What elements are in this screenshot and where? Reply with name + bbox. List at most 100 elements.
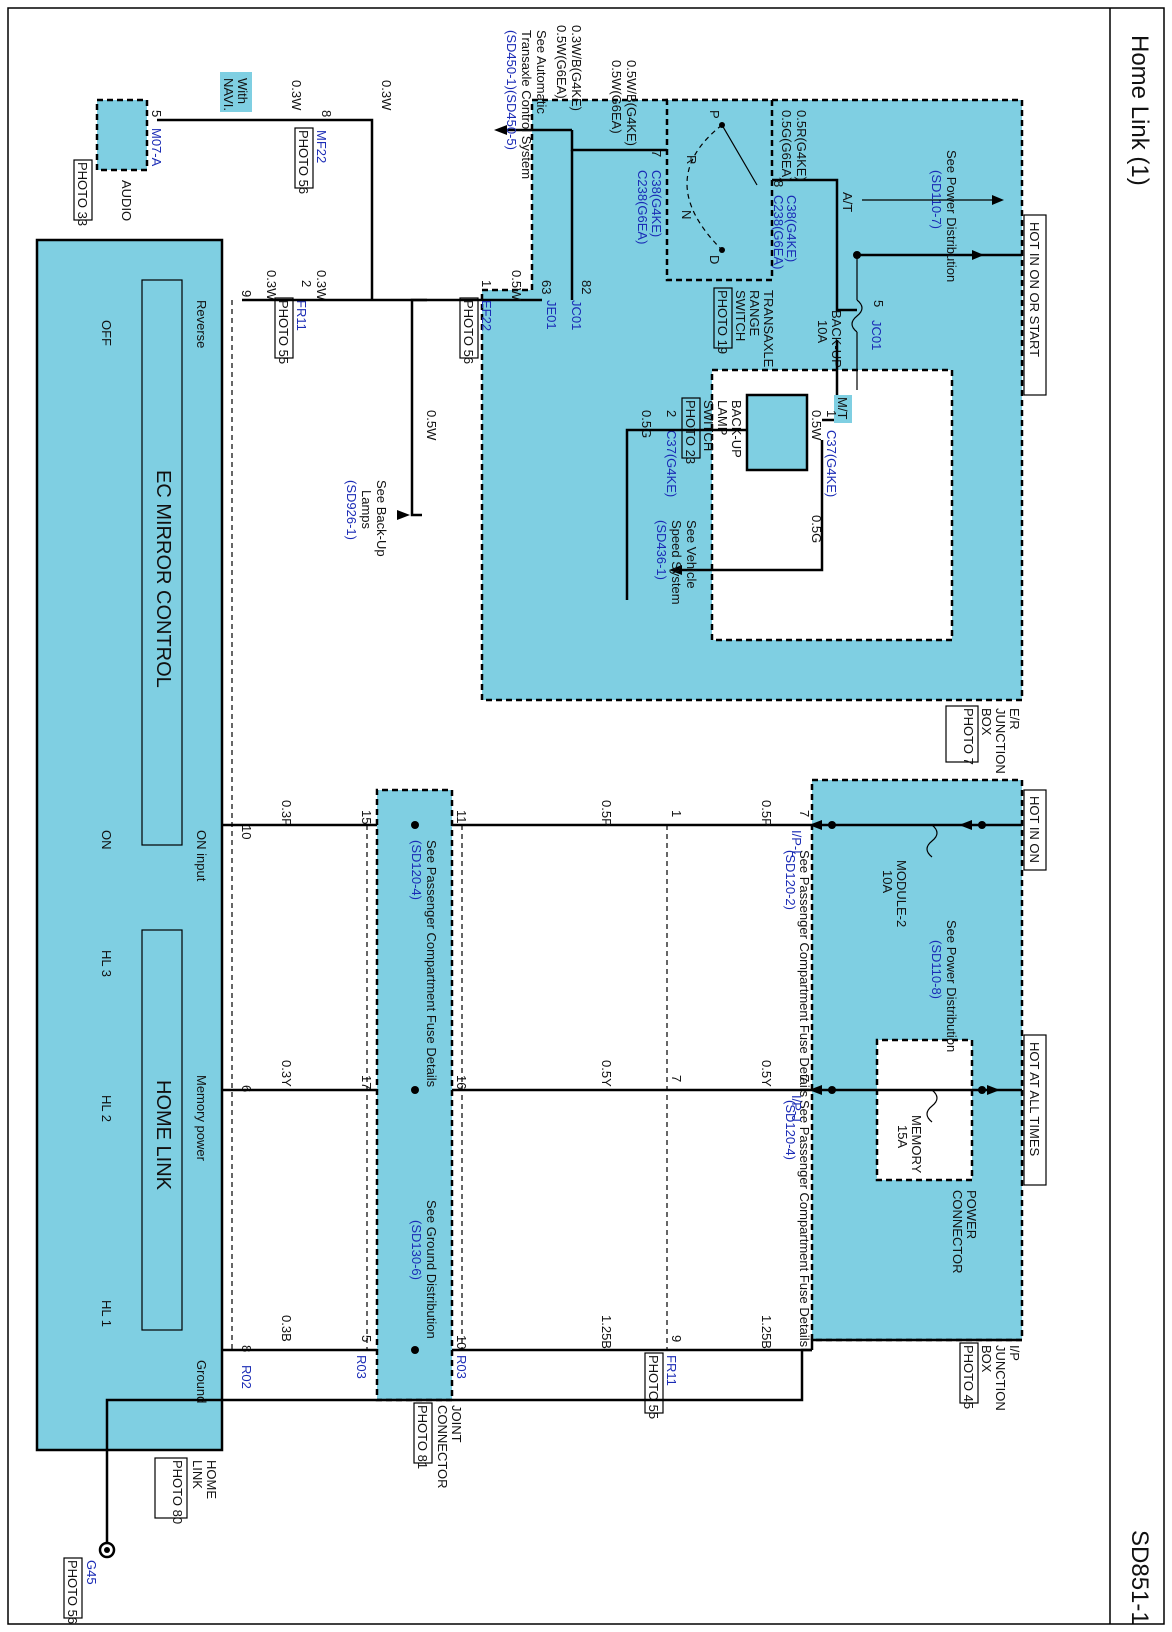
backup-fuse-name: BACK-UP (829, 310, 844, 368)
g45: G45 (84, 1560, 99, 1585)
p11: 11 (454, 810, 469, 824)
h-pin10: 10 (239, 825, 254, 839)
w-05w: 0.5W (809, 410, 824, 441)
hot-in-on-or-start: HOT IN ON OR START (1027, 222, 1042, 357)
auto-trans-arrow (494, 125, 507, 135)
p15: 15 (359, 810, 374, 824)
ground-dist-ref-text: See Ground Distribution (424, 1200, 439, 1339)
pass-fuse-ref-3-code: (SD120-4) (409, 840, 424, 900)
home-link-inner (141, 929, 183, 1331)
vehicle-speed-arrow (669, 565, 682, 575)
ef22-pin: 1 (479, 280, 494, 287)
ec-mirror-block (141, 279, 183, 846)
module2-fuse (926, 824, 938, 858)
audio-box (95, 98, 149, 172)
home-link-photo: PHOTO 80 (170, 1460, 185, 1524)
g45-photo: PHOTO 56 (65, 1560, 80, 1624)
page-code: SD851-1 (1126, 1530, 1153, 1625)
joint-connector-box (375, 788, 454, 1402)
jc01-82: 82 (579, 280, 594, 294)
c38-pin8: 8 (771, 180, 786, 187)
ip-junction-label-2: JUNCTION (993, 1345, 1008, 1411)
w-05w-b: 0.5W (509, 270, 524, 301)
vs-ref-1: See Vehicle (684, 520, 699, 589)
fr11-photo-box (274, 297, 294, 359)
fr11-b: FR11 (664, 1355, 679, 1386)
module2-name: MODULE-2 (894, 860, 909, 927)
trs-label-2: RANGE (747, 290, 762, 337)
pc-label-2: CONNECTOR (950, 1190, 965, 1274)
memory-name: MEMORY (909, 1115, 924, 1174)
at-badge (839, 190, 857, 218)
pc-label-1: POWER (964, 1190, 979, 1239)
trs-label-1: TRANSAXLE (761, 290, 776, 368)
w-03w-d: 0.3W (289, 80, 304, 111)
bl-ref-1: See Back-Up (374, 480, 389, 557)
jc01-a: JC01 (869, 320, 884, 350)
backup-fuse (851, 255, 863, 390)
hot-at-all-times-box (1023, 1034, 1047, 1186)
power-dist-arrow-1 (972, 250, 984, 260)
r03-a: R03 (454, 1355, 469, 1379)
memory-fuse (926, 1089, 938, 1123)
range-arc (686, 124, 723, 251)
jc-label-2: CONNECTOR (435, 1405, 450, 1489)
pass-fuse-arrow-2 (809, 1085, 822, 1095)
w-03w-c: 0.3W (379, 80, 394, 111)
pos-n: N (679, 210, 694, 219)
fr11-pin: 2 (299, 280, 314, 287)
hot-in-on-or-start-box (1023, 214, 1047, 396)
w-03wb: 0.3W/B(G4KE) (569, 25, 584, 111)
hot-in-on-box (1023, 789, 1047, 871)
hot-in-on: HOT IN ON (1027, 796, 1042, 863)
er-junction-label-3: BOX (979, 708, 994, 736)
power-dist-arrow-3 (959, 820, 972, 830)
w-05g: 0.5G(G6EA) (779, 110, 794, 182)
c38-conn: C38(G4KE) (784, 195, 799, 262)
hot-at-all-times: HOT AT ALL TIMES (1027, 1042, 1042, 1156)
fr11-a: FR11 (294, 300, 309, 331)
module2-rating: 10A (880, 870, 895, 893)
bl-ref-code: (SD926-1) (344, 480, 359, 540)
audio-name: AUDIO (119, 180, 134, 221)
w-05g3: 0.5G (809, 515, 824, 543)
mf22-photo: PHOTO 56 (296, 130, 311, 194)
hl-memory-power: Memory power (194, 1075, 209, 1162)
backup-lamp-switch (745, 393, 809, 472)
pass-fuse-ref-2-text: See Passenger Compartment Fuse Details (797, 1100, 812, 1348)
p7: 7 (669, 1075, 684, 1082)
vs-ref-code: (SD436-1) (654, 520, 669, 580)
power-dist-ref-2-code: (SD110-8) (929, 940, 944, 999)
c238-conn: C238(G6EA) (771, 195, 786, 269)
g45-photo-box (63, 1557, 83, 1619)
w-125b-b: 1.25B (599, 1315, 614, 1349)
audio-pin: 5 (149, 110, 164, 117)
w-03p: 0.3P (279, 800, 294, 827)
er-junction-photo: PHOTO 7 (961, 708, 976, 765)
ip-l: I/P-L (789, 830, 804, 857)
at-label: A/T (840, 192, 855, 212)
pos-d: D (707, 255, 722, 264)
jc01-b: JC01 (569, 300, 584, 330)
w-05r: 0.5R(G4KE) (794, 110, 809, 181)
c38-pin7: 7 (649, 150, 664, 157)
w-05w6b: 0.5W(G6EA) (554, 25, 569, 99)
w-05g2: 0.5G (639, 410, 654, 438)
home-link-inner-label: HOME LINK (152, 1080, 174, 1191)
w-05w6: 0.5W(G6EA) (609, 60, 624, 134)
r03-b: R03 (354, 1355, 369, 1379)
pass-fuse-ref-1-code: (SD120-2) (783, 850, 798, 910)
je01: JE01 (544, 300, 559, 330)
p9: 9 (669, 1335, 684, 1342)
jc-photo-box (413, 1402, 433, 1464)
bls-photo: PHOTO 23 (683, 400, 698, 464)
power-dist-ref-2-text: See Power Distribution (944, 920, 959, 1052)
home-link-photo-box (154, 1457, 188, 1519)
with-navi-2: NAVI. (221, 78, 236, 111)
hl-hl1: HL 1 (99, 1300, 114, 1327)
bl-ref-2: Lamps (359, 490, 374, 530)
transaxle-range-switch (665, 98, 774, 282)
mt-badge (834, 395, 852, 423)
w-05w-c: 0.5W (424, 410, 439, 441)
auto-trans-ref-1: See Automatic (534, 30, 549, 114)
